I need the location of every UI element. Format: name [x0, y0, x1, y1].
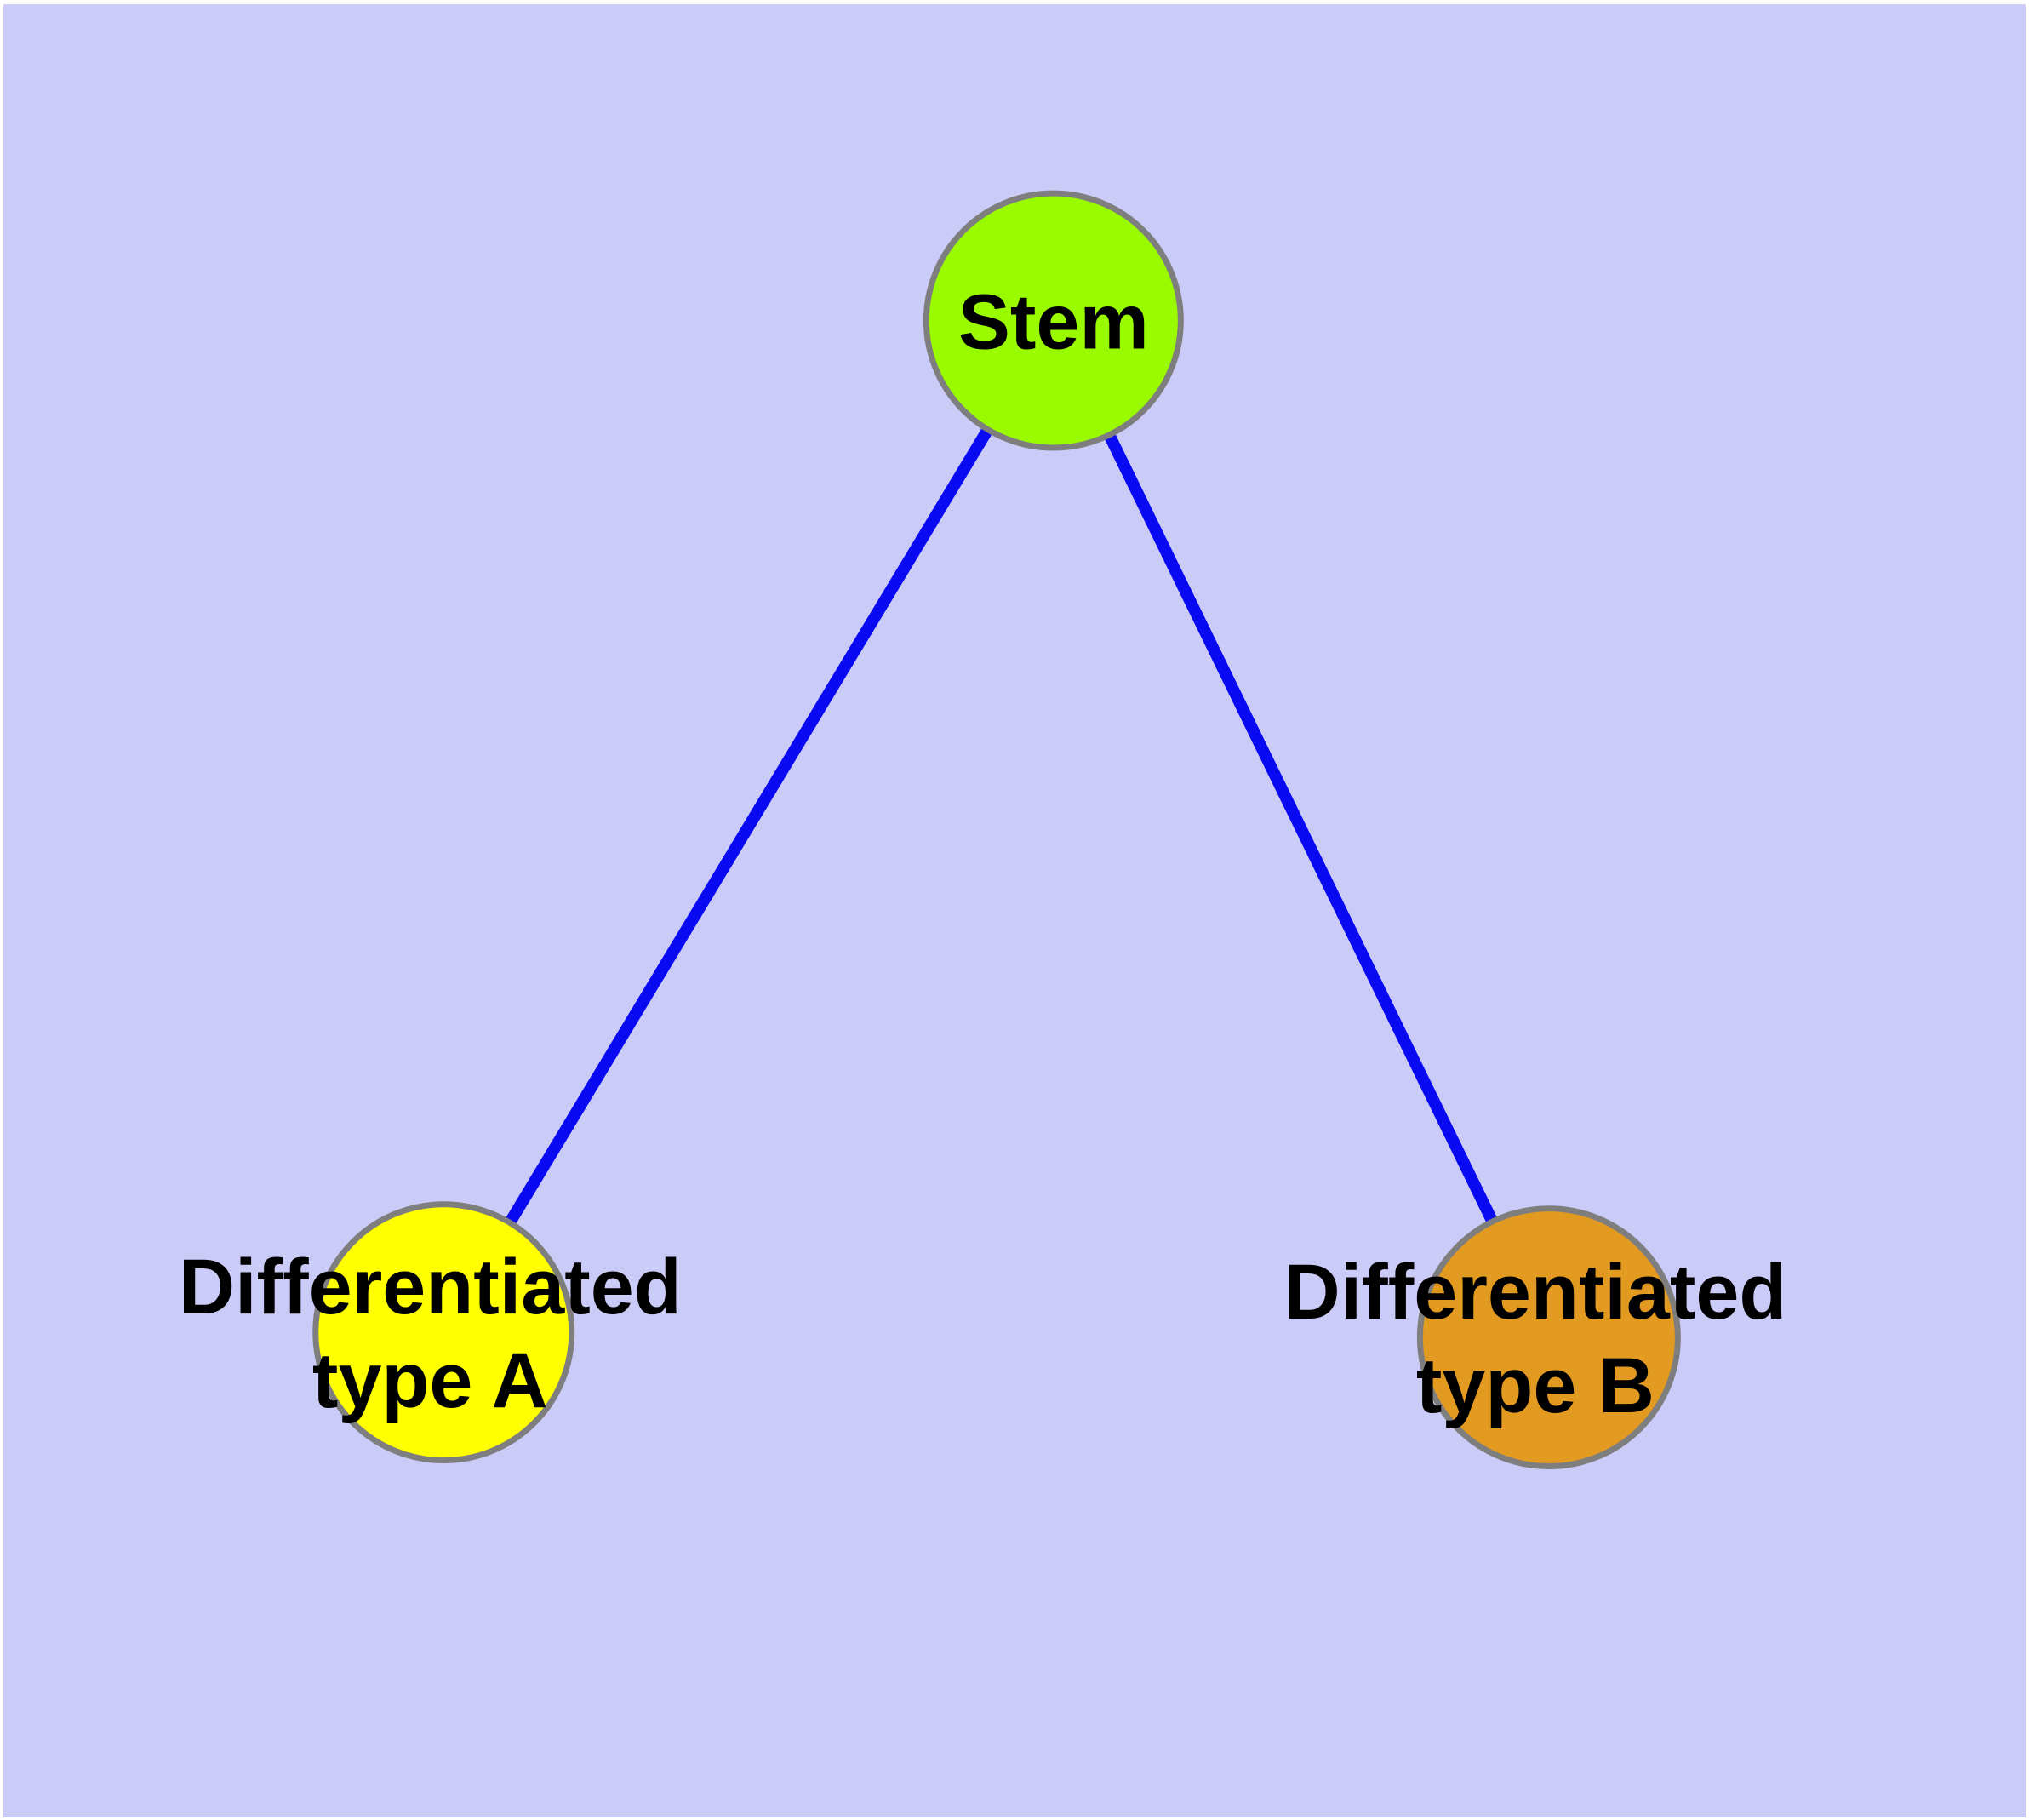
node-stem-circle[interactable]	[923, 190, 1184, 451]
edge-stem-diff-b[interactable]	[1048, 318, 1555, 1341]
node-stem[interactable]: Stem	[923, 190, 1184, 451]
edges-layer	[438, 318, 1555, 1341]
node-diff-b-circle[interactable]	[1416, 1205, 1681, 1470]
node-diff-a-circle[interactable]	[312, 1201, 575, 1464]
edge-stem-diff-a[interactable]	[438, 318, 1059, 1336]
